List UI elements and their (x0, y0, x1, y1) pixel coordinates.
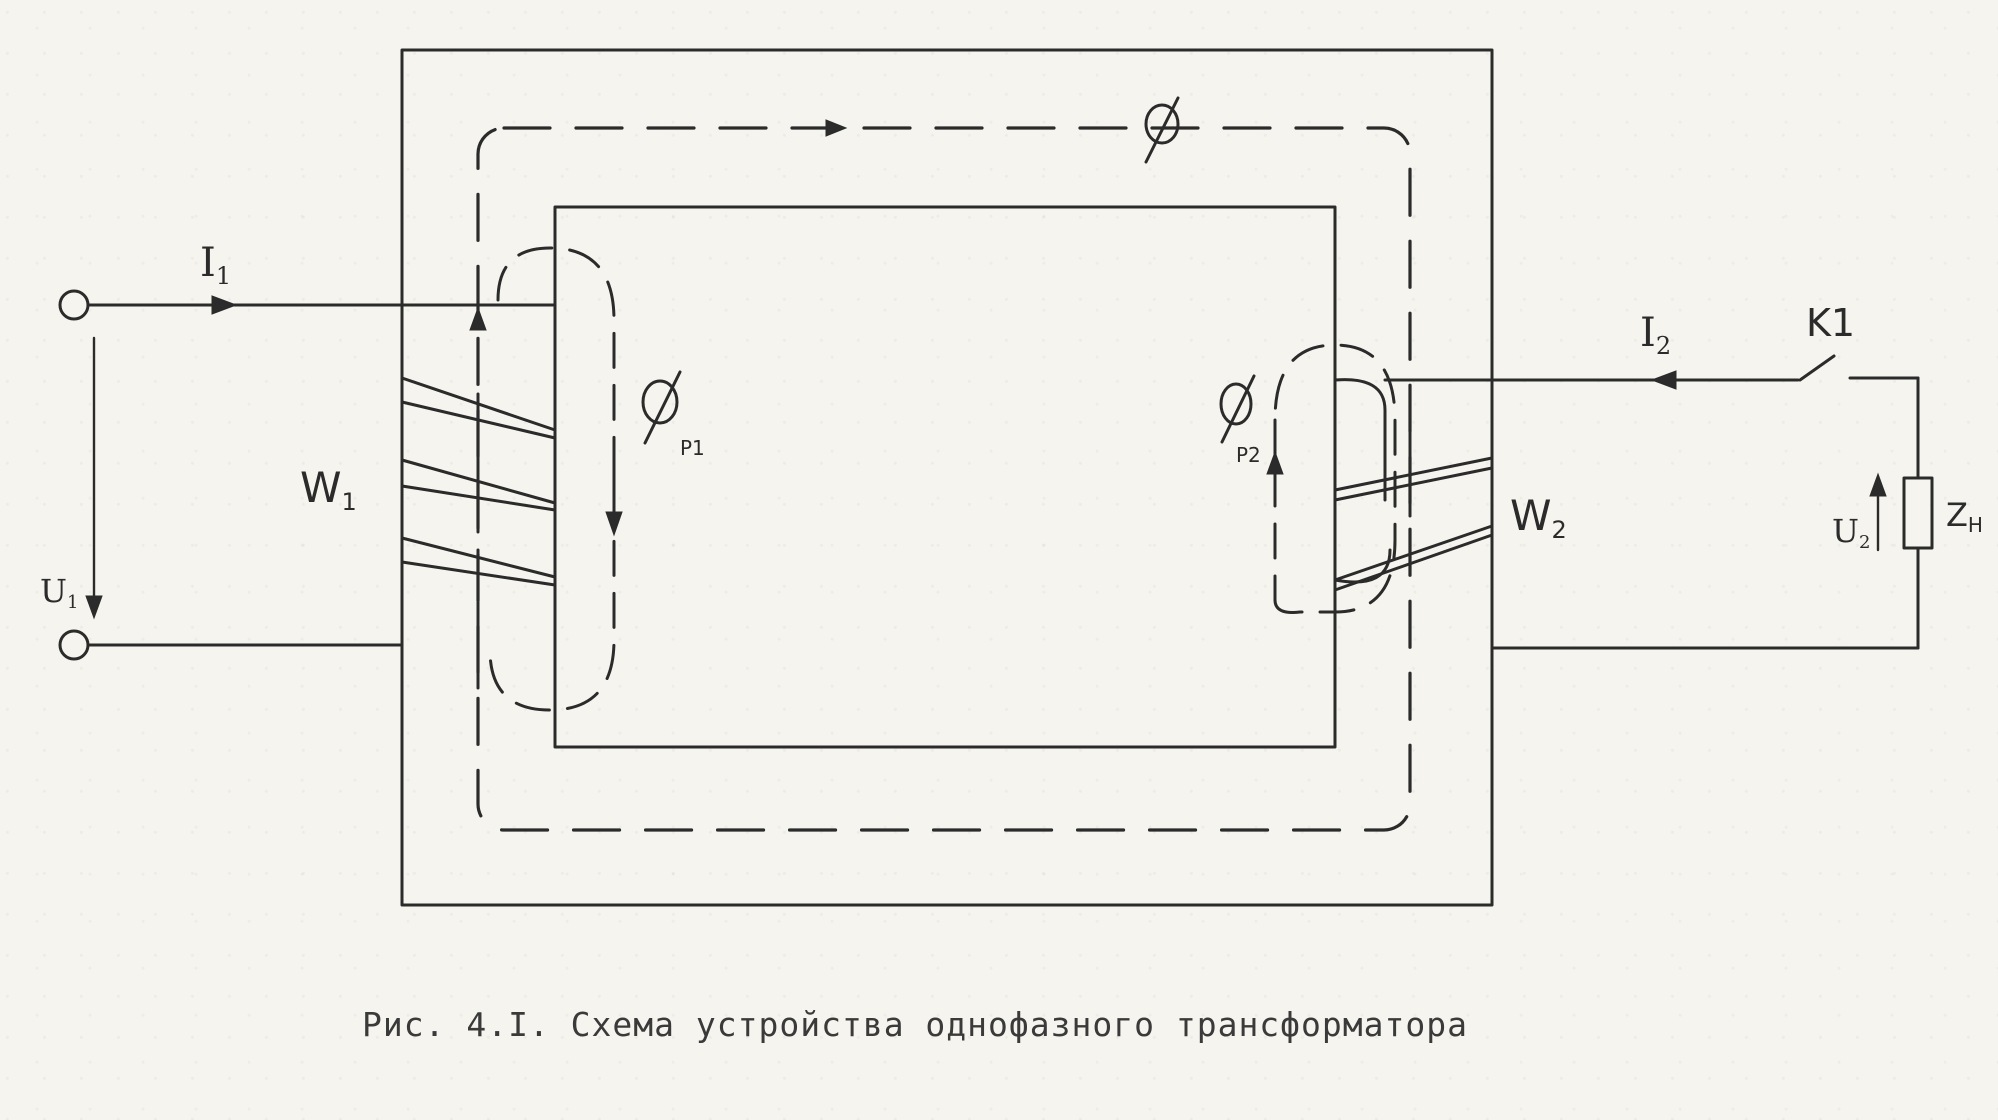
primary-terminal-bottom (58, 629, 90, 661)
primary-current-arrow (211, 295, 238, 315)
label-primary-winding: W1 (300, 463, 357, 516)
label-secondary-current: I2 (1640, 310, 1671, 360)
figure-caption: Рис. 4.I. Схема устройства однофазного т… (362, 1005, 1468, 1044)
primary-leakage-arrow-up (469, 306, 487, 331)
secondary-leakage-flux-symbol (1219, 374, 1256, 444)
label-primary-leakage-sub: P1 (680, 436, 705, 460)
primary-voltage-arrow (85, 595, 103, 620)
primary-terminal-top (58, 289, 90, 321)
main-flux-path (476, 126, 1412, 832)
label-load: ZН (1946, 496, 1983, 537)
switch-k1-blade (1798, 354, 1836, 382)
secondary-voltage-arrow (1869, 472, 1887, 497)
label-primary-current: I1 (200, 240, 231, 290)
secondary-winding-coil (1333, 378, 1494, 592)
secondary-current-arrow (1650, 370, 1677, 390)
primary-leakage-flux-path (488, 246, 616, 712)
label-primary-voltage: U1 (40, 572, 78, 613)
primary-leakage-arrow-down (605, 511, 623, 537)
label-secondary-leakage-sub: P2 (1236, 443, 1261, 467)
secondary-leakage-arrow (1266, 450, 1284, 475)
core-window (553, 205, 1337, 749)
main-flux-arrow (825, 119, 848, 137)
secondary-leakage-flux-path (1273, 343, 1397, 614)
primary-winding-coil (400, 303, 557, 747)
core-outer-boundary (400, 48, 1494, 907)
load-resistor (1902, 476, 1934, 550)
label-secondary-winding: W2 (1510, 491, 1567, 544)
main-flux-symbol (1144, 96, 1180, 164)
primary-leakage-flux-symbol (641, 370, 682, 445)
label-secondary-voltage: U2 (1832, 512, 1870, 553)
label-switch: K1 (1806, 301, 1855, 345)
